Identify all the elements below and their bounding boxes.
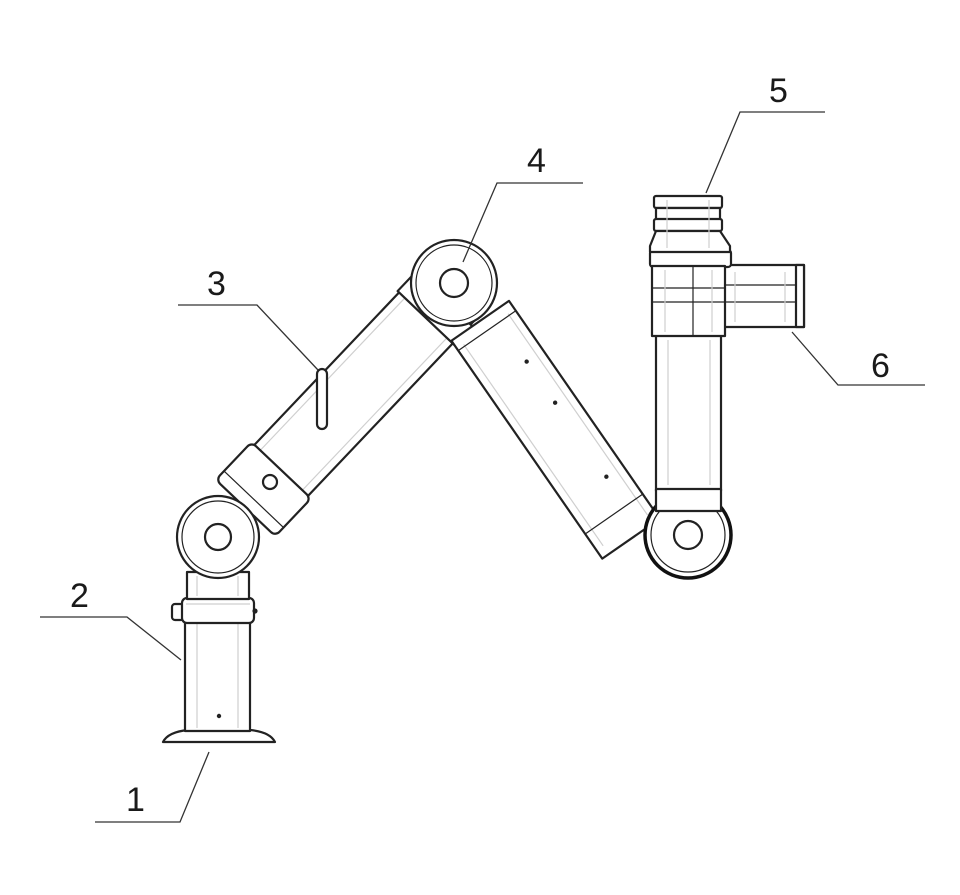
vertical-riser-tube [654,331,723,513]
label-part-1: 1 [126,781,145,819]
label-part-5: 5 [769,72,788,110]
elbow-pivot-joint [409,238,499,328]
clamp-knob [261,473,279,491]
leader-lines [40,111,925,823]
label-part-4: 4 [527,142,546,180]
rotary-head-housing [648,248,733,338]
column-collar-clamp [170,596,258,625]
base-column [183,613,252,733]
label-part-6: 6 [871,347,890,385]
forearm-tube [450,299,661,560]
label-part-2: 2 [70,577,89,615]
arm-handle [315,367,329,431]
threaded-hose-connector [648,194,732,254]
lower-pivot-joint [175,494,261,580]
mount-bracket [713,263,806,329]
label-part-3: 3 [207,265,226,303]
